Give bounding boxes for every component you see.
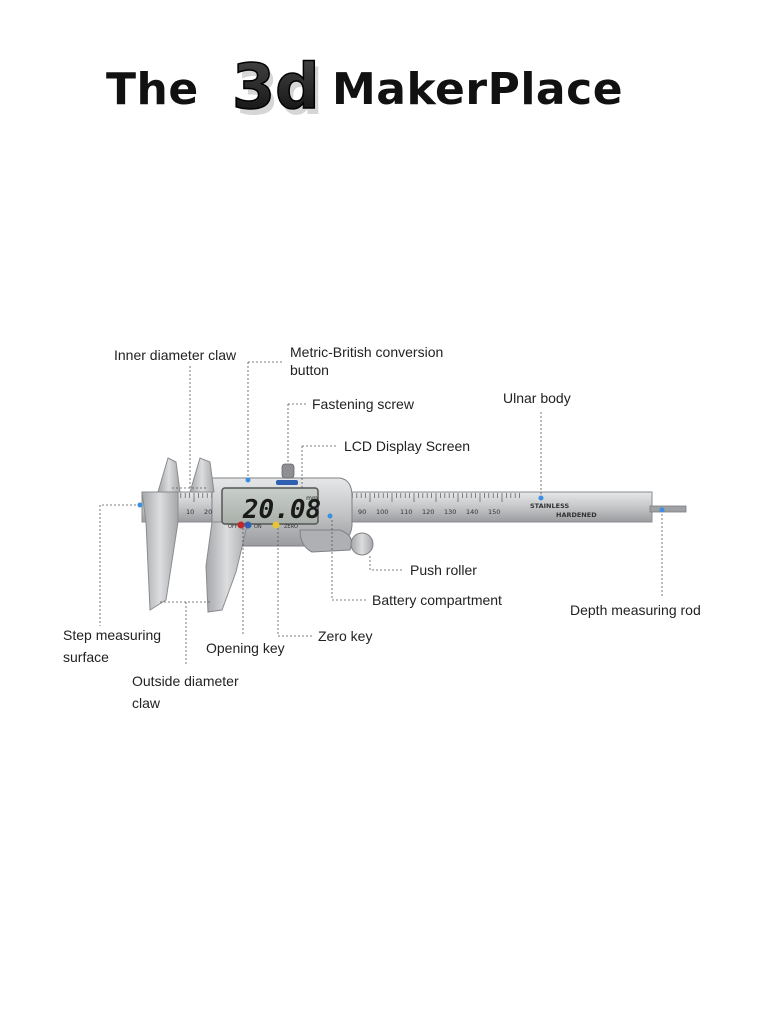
beam-scale-ticks <box>171 493 520 502</box>
label-zero-key: Zero key <box>318 628 373 644</box>
fixed-inner-claw <box>157 457 181 493</box>
roller-housing <box>299 529 353 553</box>
caliper-illustration: 20.08 mm OFF ON ZERO 10 20 90 100 110 12… <box>99 361 687 666</box>
scale-number: 150 <box>488 508 500 516</box>
lcd-screen <box>221 487 319 525</box>
anchor-dot-lcd <box>327 513 333 519</box>
anchor-dot-step <box>137 502 143 508</box>
label-step-measuring-surface: Step measuring surface <box>63 627 162 665</box>
label-lcd-display-screen: LCD Display Screen <box>344 438 471 454</box>
jaw-button-label-on: ON <box>254 524 262 530</box>
logo-word-makerplace: MakerPlace <box>332 64 624 115</box>
lcd-unit: mm <box>306 495 318 502</box>
scale-number: 90 <box>358 508 366 516</box>
movable-outside-jaw <box>205 521 249 613</box>
scale-number: 130 <box>444 508 456 516</box>
label-depth-measuring-rod: Depth measuring rod <box>570 602 701 618</box>
scale-number: 10 <box>186 508 194 516</box>
beam-scale-numbers: 10 20 90 100 110 120 130 140 150 <box>186 508 500 516</box>
logo-3d-text: 3d <box>232 50 320 123</box>
fixed-outside-jaw <box>141 491 179 611</box>
label-inner-diameter-claw: Inner diameter claw <box>114 347 237 363</box>
fastening-screw-knob[interactable] <box>281 463 295 479</box>
opening-key-button[interactable] <box>237 521 245 529</box>
leader-push-roller <box>369 556 402 571</box>
leader-zero-key <box>277 528 312 637</box>
depth-rod <box>649 505 687 513</box>
push-roller-wheel[interactable] <box>350 532 374 556</box>
brand-logo: The 3d 3d MakerPlace <box>100 50 670 130</box>
label-battery-compartment: Battery compartment <box>372 592 502 608</box>
lcd-reading: 20.08 <box>242 495 321 525</box>
caliper-diagram: 20.08 mm OFF ON ZERO 10 20 90 100 110 12… <box>0 330 768 730</box>
label-opening-key: Opening key <box>206 640 285 656</box>
leader-lines <box>99 361 663 666</box>
logo-word-the: The <box>106 64 199 115</box>
logo-3d-badge: 3d 3d <box>231 50 322 128</box>
jaw-button-label-off: OFF <box>228 524 238 530</box>
beam-text-stainless: STAINLESS <box>530 502 569 510</box>
label-metric-british-button: Metric-British conversion button <box>290 344 444 378</box>
label-fastening-screw: Fastening screw <box>312 396 414 412</box>
label-outside-diameter-claw: Outside diameter claw <box>132 673 239 711</box>
anchor-dot-ulnar <box>538 495 544 501</box>
label-push-roller: Push roller <box>410 562 477 578</box>
scale-number: 100 <box>376 508 388 516</box>
scale-number: 110 <box>400 508 412 516</box>
off-key-button[interactable] <box>244 521 252 529</box>
metric-british-button[interactable] <box>276 480 298 485</box>
scale-number: 120 <box>422 508 434 516</box>
anchor-dot-metric <box>245 477 251 483</box>
label-ulnar-body: Ulnar body <box>503 390 571 406</box>
movable-inner-claw <box>189 457 215 493</box>
scale-number: 140 <box>466 508 478 516</box>
anchor-dot-depth <box>659 507 665 513</box>
anchor-dots <box>137 477 665 519</box>
zero-key-button[interactable] <box>272 521 280 529</box>
leader-battery <box>331 520 366 601</box>
logo-3d-shadow: 3d <box>236 56 322 128</box>
leader-step-surface <box>99 504 140 626</box>
jaw-button-label-zero: ZERO <box>284 524 298 530</box>
scale-number: 20 <box>204 508 212 516</box>
beam-text-hardened: HARDENED <box>556 511 597 519</box>
